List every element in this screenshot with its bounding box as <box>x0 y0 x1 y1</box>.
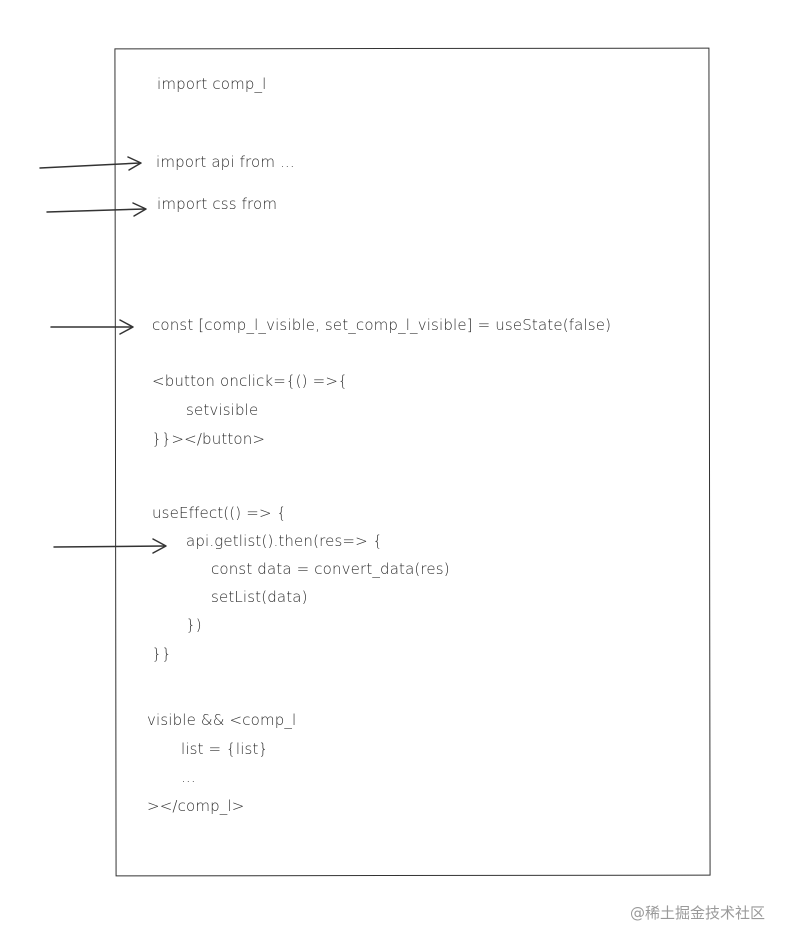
code-line-comp-close: ></comp_l> <box>147 797 245 815</box>
code-line-setvisible: setvisible <box>186 401 259 419</box>
code-line-use-effect: useEffect(() => { <box>152 504 287 522</box>
code-line-ellipsis: ... <box>181 768 196 786</box>
arrow-to-import-api <box>39 156 142 171</box>
code-line-button-open: <button onclick={() =>{ <box>152 372 348 390</box>
code-line-list-prop: list = {list} <box>181 740 269 758</box>
code-line-api-getlist: api.getlist().then(res=> { <box>186 532 383 550</box>
code-line-effect-close: }} <box>152 645 172 663</box>
code-line-set-list: setList(data) <box>211 588 308 606</box>
code-line-import-comp: import comp_l <box>157 75 267 93</box>
code-line-import-api: import api from ... <box>156 153 295 171</box>
code-line-convert-data: const data = convert_data(res) <box>211 560 450 578</box>
code-line-visible-comp: visible && <comp_l <box>147 711 297 729</box>
code-line-button-close: }}></button> <box>152 430 266 448</box>
arrow-to-use-state <box>50 319 134 335</box>
arrow-to-api-getlist <box>53 538 167 554</box>
arrow-to-import-css <box>46 202 147 217</box>
watermark-text: @稀土掘金技术社区 <box>629 904 765 922</box>
code-line-use-state: const [comp_l_visible, set_comp_l_visibl… <box>152 316 612 334</box>
code-line-then-close: }) <box>186 616 202 634</box>
code-line-import-css: import css from <box>157 195 278 213</box>
